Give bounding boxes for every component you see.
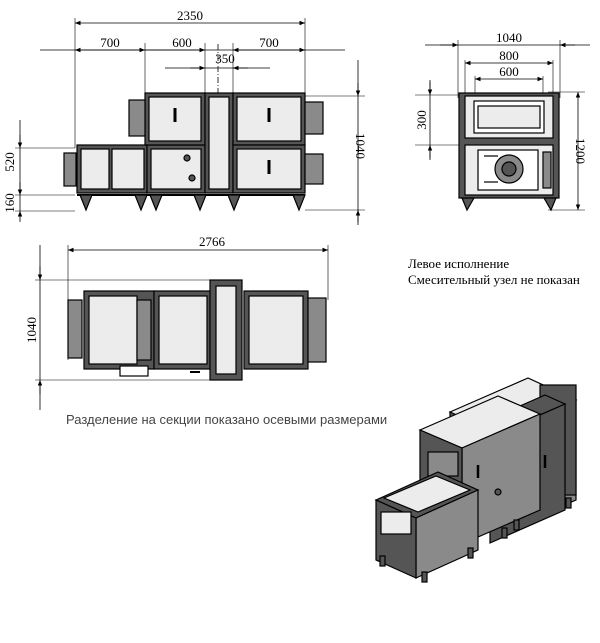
isometric-view: [374, 377, 578, 583]
top-view: [35, 245, 329, 410]
note-left-version: Левое исполнение: [408, 256, 510, 271]
front-extension-lines: [15, 18, 365, 212]
top-unit-body: [67, 279, 327, 381]
dim-leg-height: 160: [2, 193, 17, 213]
dim-section-a: 700: [100, 35, 120, 50]
dim-section-c: 700: [259, 35, 279, 50]
front-view: [15, 18, 365, 225]
side-dimension-labels: 1040 800 600 300 1200: [414, 30, 588, 164]
dim-side-upper-offset: 300: [414, 110, 429, 130]
note-mixing-unit: Смесительный узел не показан: [408, 272, 580, 287]
top-dimension-lines: [37, 245, 328, 410]
side-unit-body: [458, 92, 560, 212]
front-unit-body: [63, 92, 324, 212]
top-dimension-labels: 2766 1040: [24, 234, 226, 343]
front-dimension-lines: [17, 20, 361, 225]
dim-right-height: 1040: [353, 133, 368, 159]
dim-section-b: 600: [172, 35, 192, 50]
front-dimension-labels: 2350 700 600 700 350 520 160 1040: [2, 8, 368, 213]
dim-left-height: 520: [2, 152, 17, 172]
dim-side-overall-height: 1200: [573, 138, 588, 164]
section-caption: Разделение на секции показано осевыми ра…: [66, 412, 388, 427]
dim-top-overall-length: 2766: [199, 234, 226, 249]
dim-overall-length: 2350: [177, 8, 203, 23]
dim-connector: 350: [215, 51, 235, 66]
side-view: [415, 40, 590, 212]
dim-side-panel-width: 600: [499, 64, 519, 79]
dim-top-depth: 1040: [24, 317, 39, 343]
dim-side-overall-width: 1040: [496, 30, 522, 45]
dim-side-frame-width: 800: [499, 48, 519, 63]
side-dimension-lines: [425, 42, 590, 210]
